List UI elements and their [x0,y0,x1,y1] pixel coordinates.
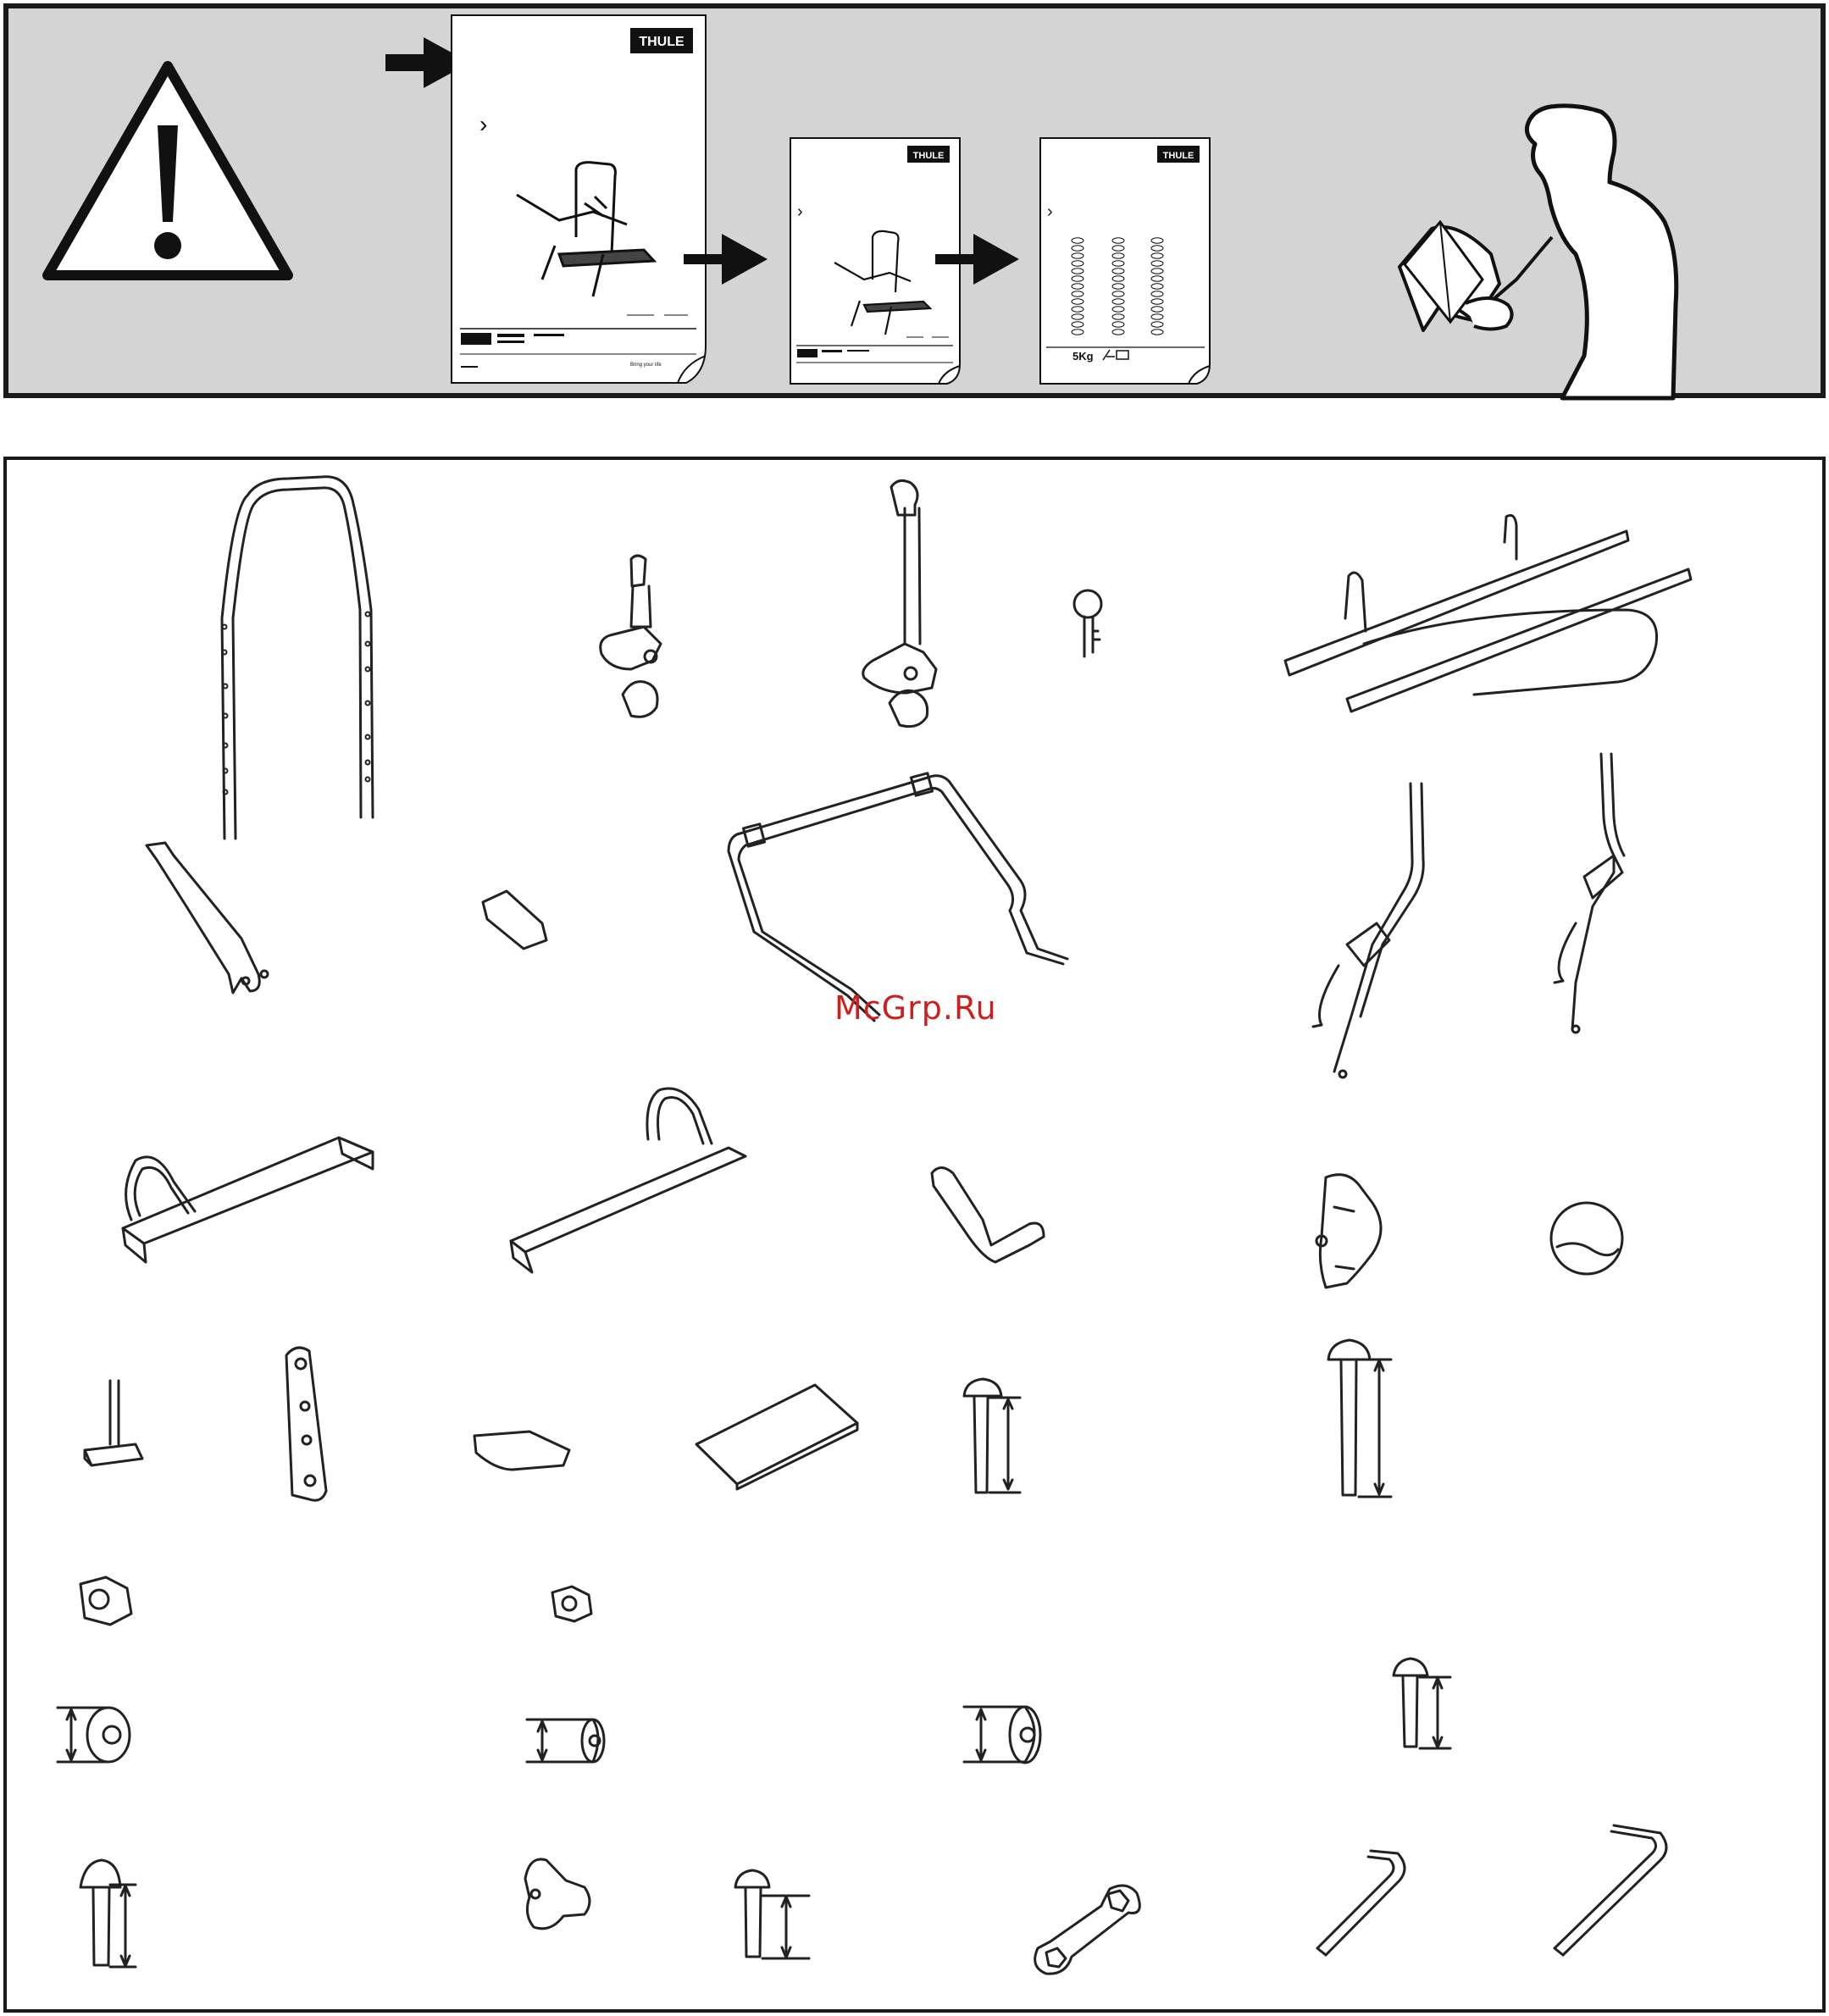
doc-chevron: › [1047,202,1053,221]
doc-chevron: › [797,202,803,221]
weight-label: 5Kg [1072,350,1094,363]
watermark-text: McGrp.Ru [834,989,997,1027]
warning-triangle-icon [47,66,288,275]
thule-logo-text: THULE [913,151,945,161]
doc-chevron: › [479,111,487,137]
top-illustrations: THULE › Bring your life THULE › [0,0,1829,407]
instruction-document-main: THULE › Bring your life [452,15,706,383]
instruction-document-checklist: THULE › 5Kg [1040,138,1210,384]
doc-footer: Bring your life [630,363,662,368]
thule-logo-text: THULE [639,35,684,49]
parts-list-panel [3,457,1826,2013]
instruction-document-secondary: THULE › [790,138,960,384]
thule-logo-text: THULE [1163,151,1194,161]
person-reading-manual-illustration [1399,106,1677,398]
